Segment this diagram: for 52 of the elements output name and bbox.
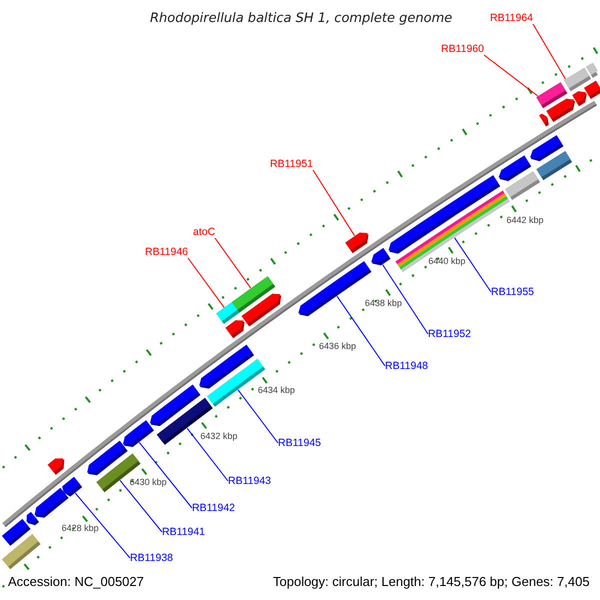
gene-label: RB11943	[228, 476, 272, 486]
gene-label: RB11945	[278, 438, 322, 448]
gene-label: atoC	[193, 227, 216, 238]
leader-line	[74, 492, 130, 558]
leader-line	[214, 238, 252, 289]
gene-bar	[546, 98, 575, 122]
leader-line	[454, 237, 492, 292]
gene-bar	[216, 302, 240, 324]
leader-line	[382, 264, 428, 334]
leader-line	[120, 480, 162, 532]
scale-label: 6432 kbp	[200, 432, 238, 441]
gene-bar	[536, 151, 572, 180]
gene-bar	[539, 114, 549, 126]
leader-line	[312, 170, 356, 236]
gene-bar	[34, 488, 69, 518]
gene-bar	[62, 476, 82, 497]
gene-bar	[122, 420, 154, 447]
gene-label: RB11948	[385, 360, 428, 371]
scale-label: 6442 kbp	[506, 216, 544, 225]
scale-label: 6438 kbp	[364, 299, 402, 308]
gene-label: RB11952	[428, 328, 472, 339]
leader-line	[186, 428, 228, 482]
scale-label: 6430 kbp	[130, 478, 167, 486]
gene-bar	[242, 294, 282, 326]
scale-label: 6434 kbp	[258, 386, 295, 396]
gene-label: RB11938	[130, 552, 174, 563]
leader-line	[188, 258, 225, 308]
gene-label: RB11964	[490, 13, 534, 24]
gene-label: RB11942	[192, 502, 236, 513]
gene-bar	[371, 248, 391, 266]
leader-line	[484, 54, 538, 96]
title: Rhodopirellula baltica SH 1, complete genome	[150, 12, 452, 25]
gene-label: RB11946	[145, 247, 188, 258]
footer-text: Accession: NC_005027	[8, 575, 144, 588]
gene-bar	[572, 91, 587, 106]
scale-label: 6436 kbp	[319, 342, 356, 352]
gene-bar	[48, 458, 64, 475]
gene-label: RB11951	[270, 159, 314, 170]
scale-label: 6428 kbp	[62, 524, 99, 534]
gene-bar	[584, 82, 598, 99]
gene-label: RB11941	[162, 526, 206, 537]
gene-bar	[2, 534, 41, 570]
gene-bar	[345, 232, 368, 254]
gene-bar	[26, 512, 40, 526]
gene-bar	[226, 320, 244, 338]
gene-label: RB11955	[491, 286, 534, 297]
footer-text: Topology: circular; Length: 7,145,576 bp; Genes: 7,405	[273, 575, 590, 588]
gene-bar	[505, 171, 540, 200]
scale-label: 6440 kbp	[428, 256, 466, 266]
leader-line	[138, 442, 192, 508]
gene-label: RB11960	[441, 44, 484, 54]
leader-line	[336, 296, 386, 366]
